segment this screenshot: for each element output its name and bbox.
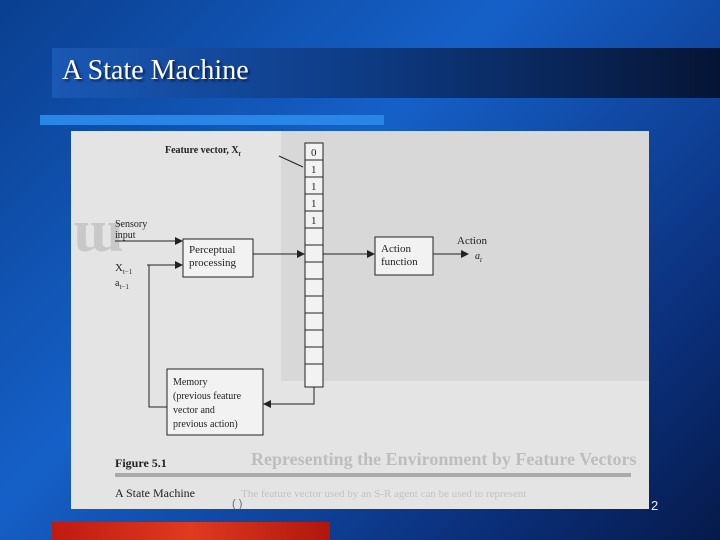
action-output-arrowhead (461, 250, 469, 258)
slide-title: A State Machine (62, 55, 249, 86)
feature-vector-pointer (278, 155, 304, 168)
action-function-box (374, 236, 434, 276)
figure-number: Figure 5.1 (115, 456, 167, 470)
feature-vector-label: Feature vector, Xt (165, 145, 242, 158)
bit-4: 1 (311, 215, 317, 227)
vector-to-memory-line (269, 387, 315, 405)
diagram-canvas: ɯ Feature vector, Xt 0 1 1 1 1 Senso (73, 131, 649, 500)
sensory-arrowhead (175, 237, 183, 245)
figure-caption: A State Machine (115, 486, 195, 500)
prev-state-arrowhead (175, 261, 183, 269)
feature-vector-column: 0 1 1 1 1 (304, 142, 324, 388)
a-prev-label: at−1 (115, 278, 129, 291)
x-prev-label: Xt−1 (115, 262, 133, 276)
vector-to-action-arrowhead (367, 250, 375, 258)
state-machine-figure: ɯ Feature vector, Xt 0 1 1 1 1 Senso (71, 131, 649, 509)
perceptual-processing-box (182, 238, 254, 278)
bit-0: 0 (311, 147, 317, 159)
memory-feedback-line (148, 265, 167, 408)
faded-line-1: The feature vector used by an S-R agent … (241, 488, 526, 500)
bit-1: 1 (311, 164, 317, 176)
action-output-symbol: at (475, 251, 483, 264)
title-underline (40, 115, 384, 125)
bottom-accent-bar (52, 522, 330, 540)
footer-text: ( ) (232, 498, 243, 510)
title-bar (52, 48, 720, 98)
faded-heading: Representing the Environment by Feature … (251, 449, 636, 469)
vector-to-memory-arrowhead (263, 400, 271, 408)
perceptual-to-vector-arrowhead (297, 250, 305, 258)
action-output-label: Action (457, 235, 487, 247)
page-number: 2 (651, 498, 659, 513)
bit-2: 1 (311, 181, 317, 193)
faded-watermark: ɯ (73, 198, 123, 264)
memory-box (166, 368, 264, 436)
bit-3: 1 (311, 198, 317, 210)
